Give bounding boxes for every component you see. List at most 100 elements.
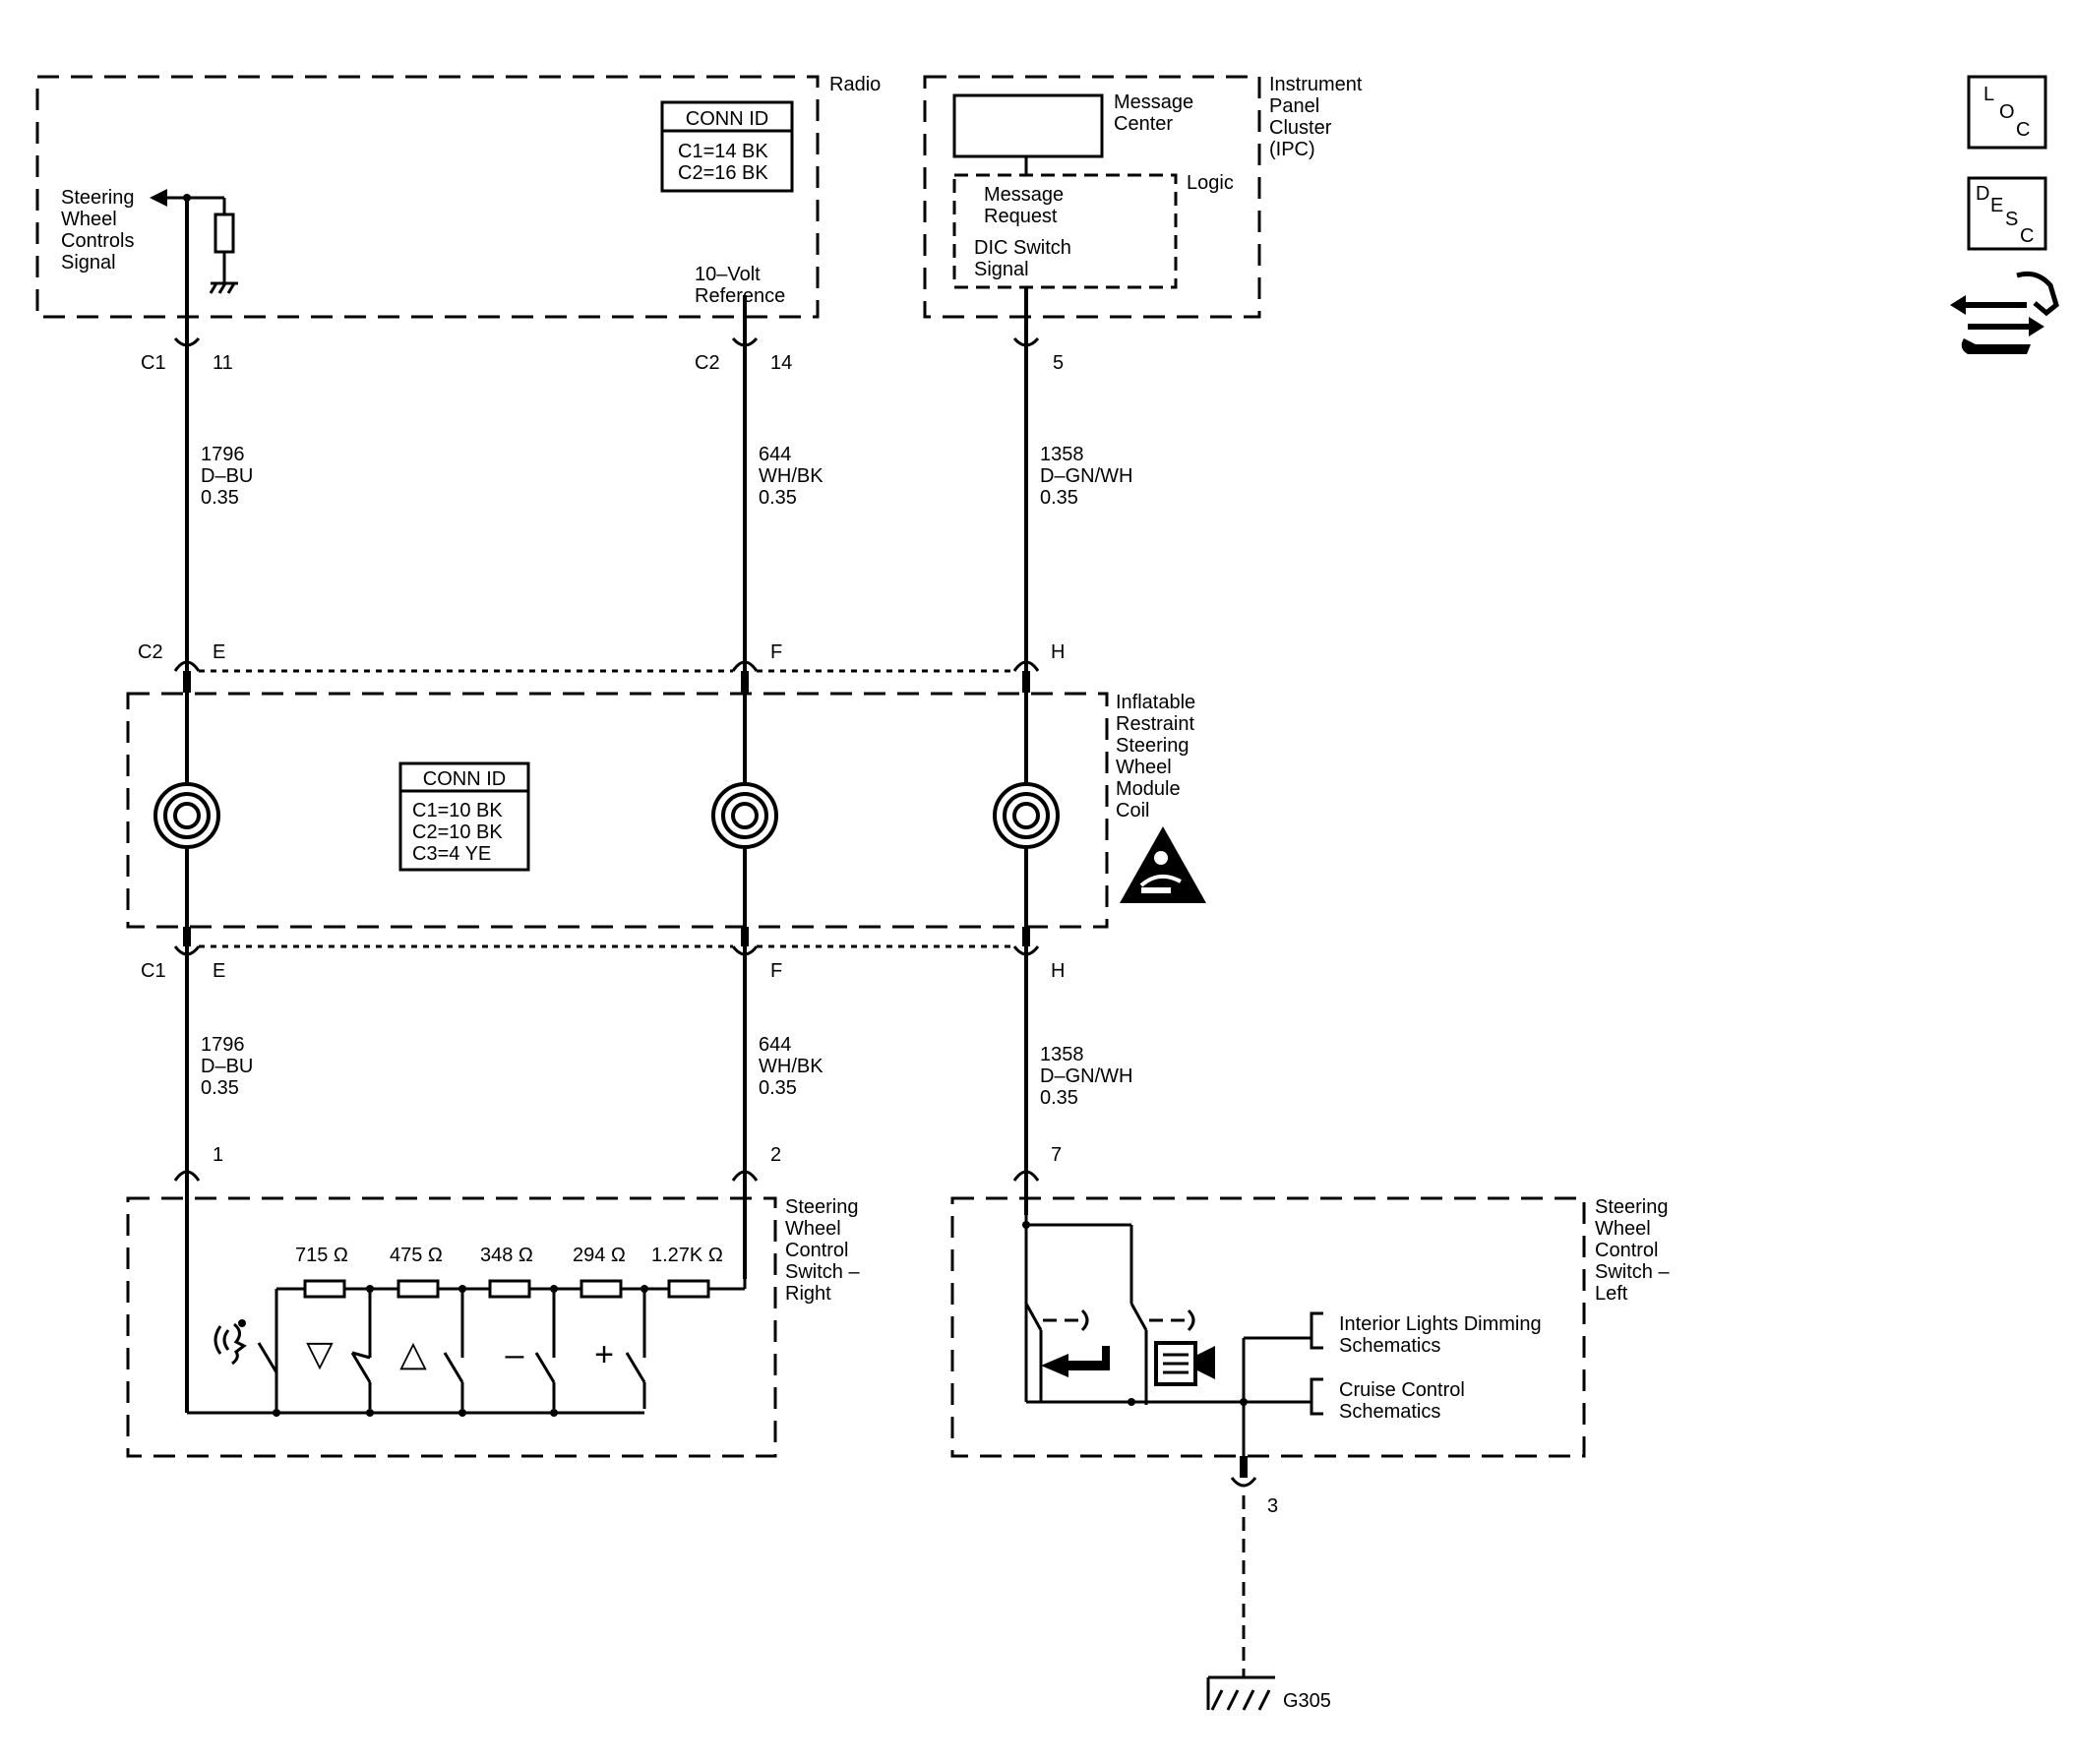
ipc-label: (IPC) <box>1269 139 1315 160</box>
wire-circuit: 1796 <box>201 444 245 465</box>
message-request-label: Message <box>984 184 1064 206</box>
dic-switch-label: DIC Switch <box>974 237 1071 259</box>
message-center-label: Message <box>1114 91 1193 113</box>
pin-label: 1 <box>213 1144 223 1166</box>
coil-conn-id-title: CONN ID <box>423 768 506 790</box>
resistor-icon <box>667 1279 710 1299</box>
ipc-label: Cluster <box>1269 117 1332 139</box>
clockspring-coil-icon <box>153 782 220 849</box>
pin-label: 14 <box>770 352 792 374</box>
loc-letter: O <box>1999 101 2015 123</box>
swc-signal-label: Wheel <box>61 209 117 230</box>
connector-labels: C1 11 C2 14 5 C2 E F H C1 E F H 1 2 7 <box>138 352 1065 1166</box>
reference-label: Schematics <box>1339 1335 1440 1357</box>
pin-label: F <box>770 960 782 982</box>
diagnostic-tools-icon[interactable] <box>1950 271 2059 354</box>
pin-label: 5 <box>1053 352 1064 374</box>
signal-arrow-icon <box>150 189 167 207</box>
pin-label: 3 <box>1267 1495 1278 1517</box>
switch-right-label: Right <box>785 1283 831 1305</box>
airbag-warning-icon <box>1120 826 1206 903</box>
coil-conn-id-line: C2=10 BK <box>412 821 503 843</box>
reference-label: Interior Lights Dimming <box>1339 1313 1542 1335</box>
resistor-value: 715 Ω <box>295 1245 348 1266</box>
coil-module: Inflatable Restraint Steering Wheel Modu… <box>126 692 1206 929</box>
logic-label: Logic <box>1187 172 1234 194</box>
coil-label: Steering <box>1116 735 1190 757</box>
ground-g305: G305 <box>1206 1675 1331 1712</box>
wire-gauge: 0.35 <box>201 1077 239 1099</box>
connector-label: C1 <box>141 960 166 982</box>
coil-label: Module <box>1116 778 1181 800</box>
clockspring-coil-icon <box>993 782 1060 849</box>
switch-right-label: Switch – <box>785 1261 860 1283</box>
resistor-icon <box>303 1279 346 1299</box>
ref-label: Reference <box>695 285 785 307</box>
wire-color: D–BU <box>201 1056 253 1077</box>
display-info-icon <box>1154 1341 1215 1386</box>
logic-block <box>952 173 1178 289</box>
coil-label: Inflatable <box>1116 692 1195 713</box>
pin-label: 2 <box>770 1144 781 1166</box>
pin-label: H <box>1051 641 1065 663</box>
seek-minus-icon: – <box>506 1336 524 1373</box>
enter-return-icon <box>1041 1346 1110 1377</box>
resistor-icon <box>488 1279 531 1299</box>
voice-command-icon <box>214 1319 247 1366</box>
wire-circuit: 1796 <box>201 1034 245 1056</box>
location-button[interactable]: L O C <box>1967 75 2047 150</box>
switch-left-label: Steering <box>1595 1196 1669 1218</box>
chassis-ground-icon <box>209 281 238 294</box>
message-request-label: Request <box>984 206 1058 227</box>
wire-gauge: 0.35 <box>201 487 239 509</box>
dic-switch-label: Signal <box>974 259 1029 280</box>
swc-signal-label: Steering <box>61 187 135 209</box>
description-button[interactable]: D E S C <box>1967 176 2047 251</box>
desc-letter: S <box>2005 209 2018 230</box>
ref-label: 10–Volt <box>695 264 761 285</box>
desc-letter: E <box>1990 195 2003 216</box>
message-center-display <box>952 93 1104 158</box>
wire-color: WH/BK <box>759 1056 824 1077</box>
switch-left-label: Switch – <box>1595 1261 1670 1283</box>
wire-color: D–GN/WH <box>1040 1065 1132 1087</box>
switch-right-label: Wheel <box>785 1218 841 1240</box>
wire-labels: 1796 D–BU 0.35 644 WH/BK 0.35 1358 D–GN/… <box>201 444 1132 1109</box>
wire-circuit: 644 <box>759 1034 791 1056</box>
wire-gauge: 0.35 <box>1040 487 1078 509</box>
resistor-value: 294 Ω <box>573 1245 626 1266</box>
wire-gauge: 0.35 <box>759 487 797 509</box>
pin-label: H <box>1051 960 1065 982</box>
loc-letter: C <box>2016 119 2030 141</box>
ipc-label: Instrument <box>1269 74 1363 95</box>
connector-label: C2 <box>138 641 163 663</box>
switch-right-label: Control <box>785 1240 848 1261</box>
seek-plus-icon: + <box>594 1336 614 1373</box>
switch-right-module: Steering Wheel Control Switch – Right 71… <box>126 1196 860 1458</box>
wire-color: WH/BK <box>759 465 824 487</box>
connector-symbols <box>173 336 1040 1182</box>
resistor-icon <box>396 1279 440 1299</box>
radio-conn-id-line: C2=16 BK <box>678 162 768 184</box>
resistor-value: 475 Ω <box>390 1245 443 1266</box>
loc-letter: L <box>1983 84 1994 105</box>
resistor-icon <box>580 1279 623 1299</box>
coil-label: Wheel <box>1116 757 1172 778</box>
wire-gauge: 0.35 <box>1040 1087 1078 1109</box>
switch-left-label: Wheel <box>1595 1218 1651 1240</box>
switch-left-label: Left <box>1595 1283 1628 1305</box>
pin-label: 7 <box>1051 1144 1062 1166</box>
radio-conn-id-line: C1=14 BK <box>678 141 768 162</box>
coil-conn-id-line: C3=4 YE <box>412 843 491 865</box>
reference-label: Schematics <box>1339 1401 1440 1423</box>
coil-label: Restraint <box>1116 713 1194 735</box>
clockspring-coil-icon <box>711 782 778 849</box>
radio-label: Radio <box>829 74 881 95</box>
message-center-label: Center <box>1114 113 1173 135</box>
wire-gauge: 0.35 <box>759 1077 797 1099</box>
ipc-module: Instrument Panel Cluster (IPC) Message C… <box>923 74 1363 319</box>
switch-right-label: Steering <box>785 1196 859 1218</box>
wire-circuit: 644 <box>759 444 791 465</box>
coil-label: Coil <box>1116 800 1149 821</box>
